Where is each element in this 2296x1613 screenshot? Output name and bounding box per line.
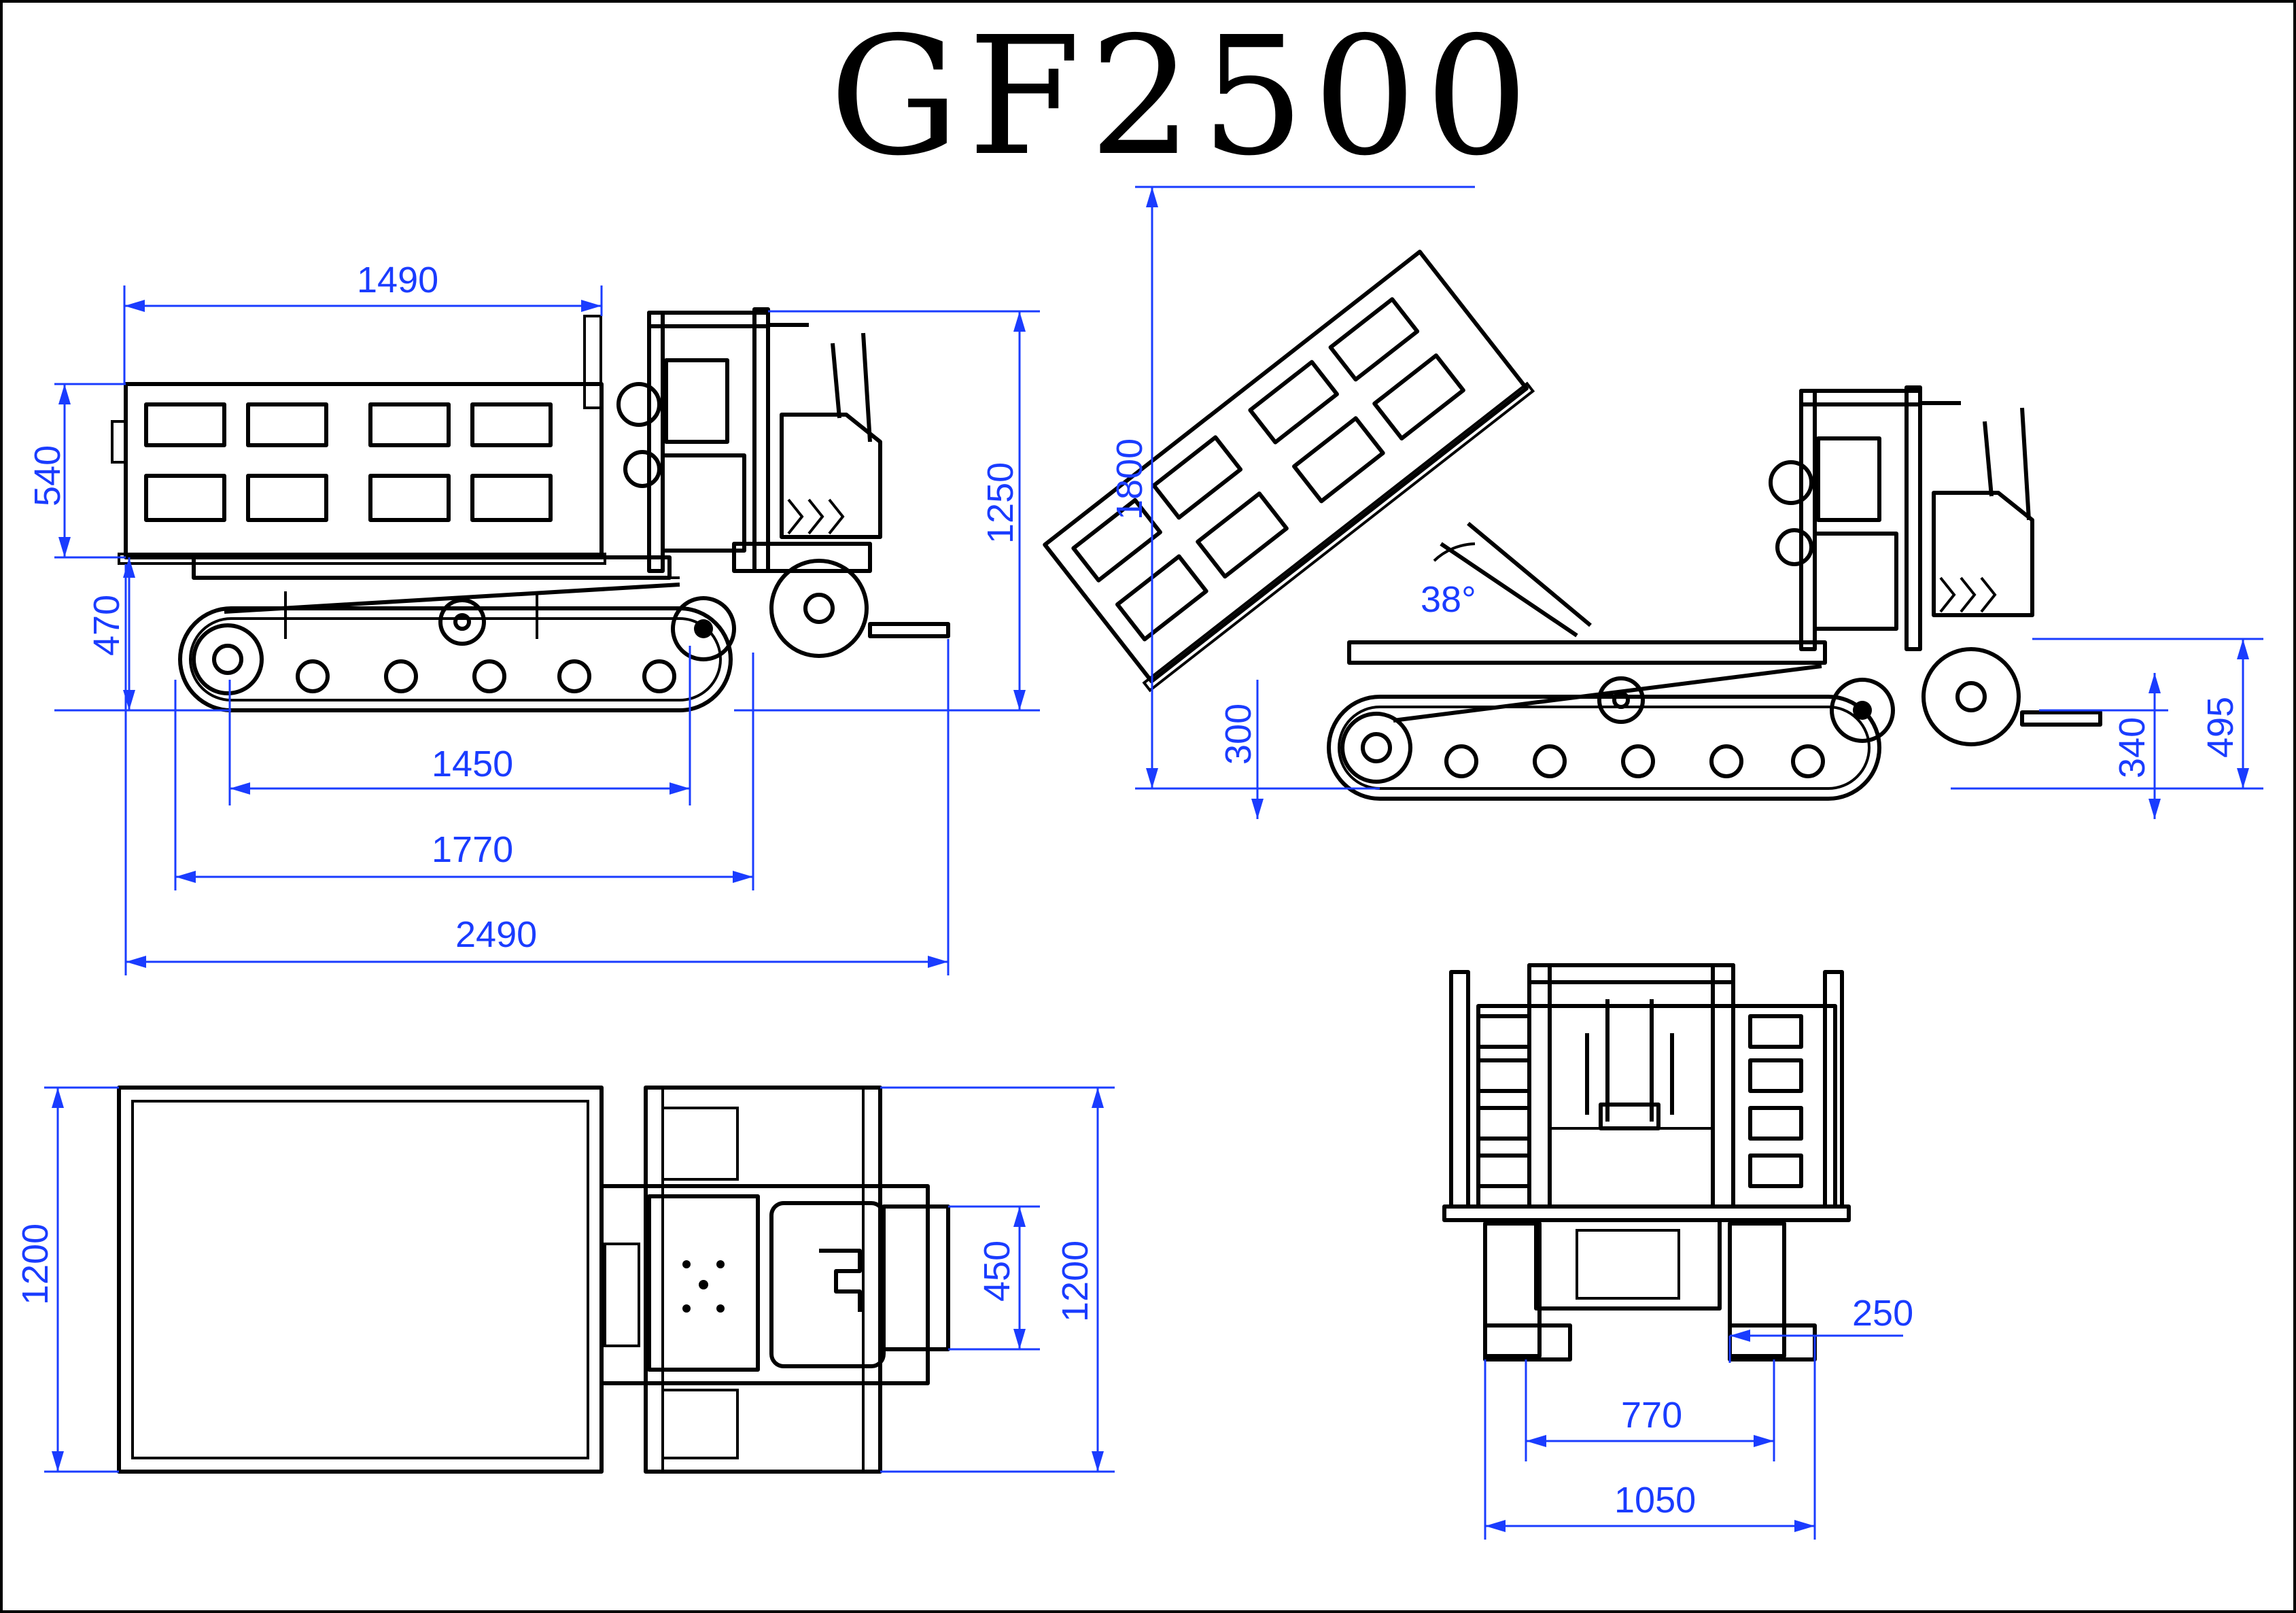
tipping-view: 38° bbox=[1043, 249, 2102, 801]
side-view bbox=[111, 307, 950, 712]
dim-tip-overall-height: 1800 bbox=[1109, 438, 1150, 520]
dim-platform-width: 450 bbox=[977, 1241, 1017, 1302]
dim-box-length: 1490 bbox=[357, 260, 438, 300]
dim-dump-clearance: 300 bbox=[1218, 704, 1259, 765]
dim-track-gauge: 770 bbox=[1621, 1395, 1682, 1436]
dim-floor-height: 470 bbox=[86, 595, 127, 656]
tip-angle-label: 38° bbox=[1421, 579, 1476, 620]
dim-sprocket-spacing: 1450 bbox=[432, 744, 513, 784]
dim-rear-overall-width: 1050 bbox=[1614, 1480, 1696, 1521]
rear-panels-right bbox=[1748, 1014, 1803, 1188]
dim-top-box-width: 1200 bbox=[15, 1224, 56, 1305]
top-dimensions: 1200 450 1200 bbox=[15, 1086, 1115, 1473]
dim-track-width: 250 bbox=[1852, 1293, 1913, 1334]
top-view bbox=[117, 1086, 950, 1474]
box-panels bbox=[144, 402, 553, 522]
side-dimensions: 1490 540 1250 470 1450 1770 2490 bbox=[27, 260, 1040, 975]
tipping-dimensions: 1800 300 340 495 bbox=[1109, 186, 2263, 819]
dim-overall-length: 2490 bbox=[455, 914, 537, 955]
road-wheels bbox=[296, 659, 676, 693]
rear-view bbox=[1442, 963, 1851, 1361]
dim-overall-height: 1250 bbox=[980, 462, 1021, 544]
dim-box-height: 540 bbox=[27, 445, 68, 506]
rear-panels-left bbox=[1476, 1014, 1531, 1188]
dim-top-overall-width: 1200 bbox=[1055, 1241, 1096, 1322]
dim-track-length: 1770 bbox=[432, 829, 513, 870]
rear-dimensions: 250 770 1050 bbox=[1484, 1293, 1913, 1540]
dim-platform-height: 340 bbox=[2112, 717, 2153, 778]
drawing-title: GF2500 bbox=[829, 1, 1537, 192]
dim-rear-height: 495 bbox=[2200, 697, 2241, 758]
